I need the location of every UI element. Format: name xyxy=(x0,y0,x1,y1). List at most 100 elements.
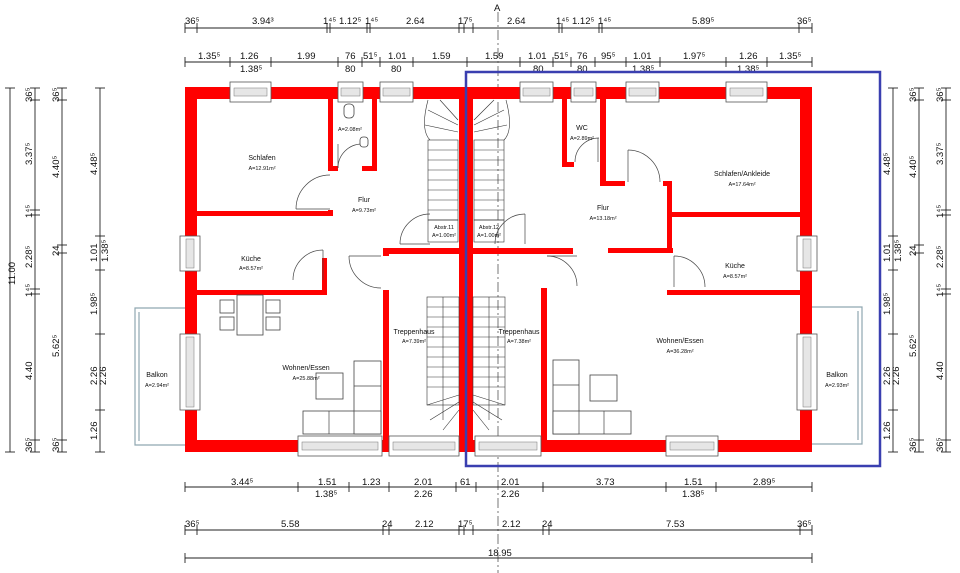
svg-text:1.38⁵: 1.38⁵ xyxy=(893,240,904,262)
dim-top2-4: 76 xyxy=(345,51,356,62)
doors xyxy=(292,137,706,289)
dim-top2-5: 80 xyxy=(345,64,356,75)
svg-text:2.12: 2.12 xyxy=(415,519,434,530)
windows xyxy=(179,81,818,457)
svg-text:Treppenhaus: Treppenhaus xyxy=(499,329,540,336)
svg-text:A=8.57m²: A=8.57m² xyxy=(723,274,747,280)
svg-text:61: 61 xyxy=(460,477,471,488)
room-abstr-left: Abstr.11 A=1.00m² xyxy=(432,225,456,239)
room-schlafen-left: Schlafen A=12.91m² xyxy=(248,155,275,172)
dim-top2-3: 1.99 xyxy=(297,51,316,62)
dim-top1-12: 36⁵ xyxy=(797,16,812,27)
bottom-dimension-total: 18.95 xyxy=(184,548,813,563)
room-wohnen-essen-left: Wohnen/Essen A=25.88m² xyxy=(282,365,329,382)
dim-top2-21: 1.38⁵ xyxy=(737,64,759,75)
dim-top2-18: 1.38⁵ xyxy=(632,64,654,75)
top-dimension-row-1: 36⁵ 3.94³ 1⁴⁵ 1.12⁵ 1⁴⁵ 2.64 17⁵ 2.64 1⁴… xyxy=(184,16,813,33)
dim-top1-4: 1⁴⁵ xyxy=(365,16,378,27)
svg-text:2.01: 2.01 xyxy=(414,477,433,488)
dim-top1-2: 1⁴⁵ xyxy=(323,16,336,27)
right-dimensions: 4.48⁵ 1.01 1.38⁵ 1.98⁵ 2.26 2.26 1.26 36… xyxy=(882,87,951,453)
svg-text:Flur: Flur xyxy=(358,197,371,204)
dim-top1-10: 1⁴⁵ xyxy=(598,16,611,27)
svg-text:A=1.00m²: A=1.00m² xyxy=(432,233,456,239)
svg-text:A=2.89m²: A=2.89m² xyxy=(570,136,594,142)
stair-upper-right xyxy=(473,99,510,243)
svg-text:1.23: 1.23 xyxy=(362,477,381,488)
svg-text:1.51: 1.51 xyxy=(318,477,337,488)
svg-text:1.38⁵: 1.38⁵ xyxy=(682,489,704,500)
svg-text:Schlafen: Schlafen xyxy=(248,155,275,162)
svg-text:4.48⁵: 4.48⁵ xyxy=(882,153,893,175)
svg-text:24: 24 xyxy=(908,245,919,256)
svg-text:36⁵: 36⁵ xyxy=(185,519,200,530)
svg-text:1.26: 1.26 xyxy=(89,422,100,441)
svg-text:24: 24 xyxy=(542,519,553,530)
svg-text:36⁵: 36⁵ xyxy=(797,519,812,530)
svg-text:5.62⁵: 5.62⁵ xyxy=(908,335,919,357)
svg-text:4.40: 4.40 xyxy=(935,362,946,381)
left-dimensions: 11.00 36⁵ 3.37⁵ 1⁴⁵ 2.28⁵ 1⁴⁵ 4.40 36⁵ 3… xyxy=(5,87,111,453)
svg-text:36⁵: 36⁵ xyxy=(935,87,946,102)
svg-text:Flur: Flur xyxy=(597,205,610,212)
svg-text:1.98⁵: 1.98⁵ xyxy=(882,293,893,315)
svg-text:A=1.00m²: A=1.00m² xyxy=(477,233,501,239)
svg-text:36⁵: 36⁵ xyxy=(908,437,919,452)
svg-text:2.26: 2.26 xyxy=(414,489,433,500)
svg-text:2.26: 2.26 xyxy=(98,367,109,386)
svg-text:3.73: 3.73 xyxy=(596,477,615,488)
axis-label: A xyxy=(494,3,501,14)
svg-text:2.28⁵: 2.28⁵ xyxy=(935,246,946,268)
svg-text:36⁵: 36⁵ xyxy=(51,437,62,452)
dim-top2-0: 1.35⁵ xyxy=(198,51,220,62)
svg-text:Wohnen/Essen: Wohnen/Essen xyxy=(656,338,703,345)
room-treppenhaus-left: Treppenhaus A=7.39m² xyxy=(394,329,435,345)
svg-text:Küche: Küche xyxy=(725,263,745,270)
room-wohnen-essen-right: Wohnen/Essen A=36.28m² xyxy=(656,338,703,355)
selection-highlight-right-unit[interactable] xyxy=(464,70,882,468)
svg-text:Abstr.12: Abstr.12 xyxy=(479,225,499,231)
svg-text:36⁵: 36⁵ xyxy=(935,437,946,452)
svg-text:WC: WC xyxy=(576,125,588,132)
svg-text:17⁵: 17⁵ xyxy=(458,519,473,530)
svg-text:1⁴⁵: 1⁴⁵ xyxy=(24,284,35,297)
svg-text:Küche: Küche xyxy=(241,256,261,263)
dim-top2-9: 1.59 xyxy=(432,51,451,62)
room-schlafen-ankleide-right: Schlafen/Ankleide A=17.64m² xyxy=(714,171,770,188)
dim-top2-22: 1.35⁵ xyxy=(779,51,801,62)
dim-top2-2: 1.38⁵ xyxy=(240,64,262,75)
dim-left-overall: 11.00 xyxy=(7,262,18,285)
room-kueche-left: Küche A=8.57m² xyxy=(239,256,263,272)
svg-text:Balkon: Balkon xyxy=(826,372,848,379)
svg-text:2.89⁵: 2.89⁵ xyxy=(753,477,775,488)
dim-top2-8: 80 xyxy=(391,64,402,75)
sofa-right xyxy=(552,359,632,435)
dim-top1-7: 2.64 xyxy=(507,16,526,27)
dim-top2-20: 1.26 xyxy=(739,51,758,62)
dim-top2-14: 76 xyxy=(577,51,588,62)
svg-text:3.37⁵: 3.37⁵ xyxy=(935,143,946,165)
dim-top2-16: 95⁵ xyxy=(601,51,616,62)
svg-text:1.38⁵: 1.38⁵ xyxy=(315,489,337,500)
svg-text:A=2.93m²: A=2.93m² xyxy=(825,383,849,389)
svg-text:A=7.38m²: A=7.38m² xyxy=(507,339,531,345)
svg-text:1⁴⁵: 1⁴⁵ xyxy=(935,205,946,218)
svg-text:2.26: 2.26 xyxy=(89,367,100,386)
svg-text:A=13.18m²: A=13.18m² xyxy=(589,216,616,222)
svg-text:4.40⁵: 4.40⁵ xyxy=(908,156,919,178)
svg-text:36⁵: 36⁵ xyxy=(24,87,35,102)
sofa-left xyxy=(302,360,382,435)
svg-text:2.26: 2.26 xyxy=(882,367,893,386)
svg-text:36⁵: 36⁵ xyxy=(24,437,35,452)
svg-text:2.12: 2.12 xyxy=(502,519,521,530)
svg-text:Wohnen/Essen: Wohnen/Essen xyxy=(282,365,329,372)
dim-top1-9: 1.12⁵ xyxy=(572,16,594,27)
room-kueche-right: Küche A=8.57m² xyxy=(723,263,747,280)
svg-text:1.51: 1.51 xyxy=(684,477,703,488)
stair-lower-left xyxy=(426,296,460,431)
dim-top2-19: 1.97⁵ xyxy=(683,51,705,62)
dim-top2-11: 1.01 xyxy=(528,51,547,62)
dim-top1-6: 17⁵ xyxy=(458,16,473,27)
room-wc-left: A=2.08m² xyxy=(338,127,362,133)
dim-top1-5: 2.64 xyxy=(406,16,425,27)
